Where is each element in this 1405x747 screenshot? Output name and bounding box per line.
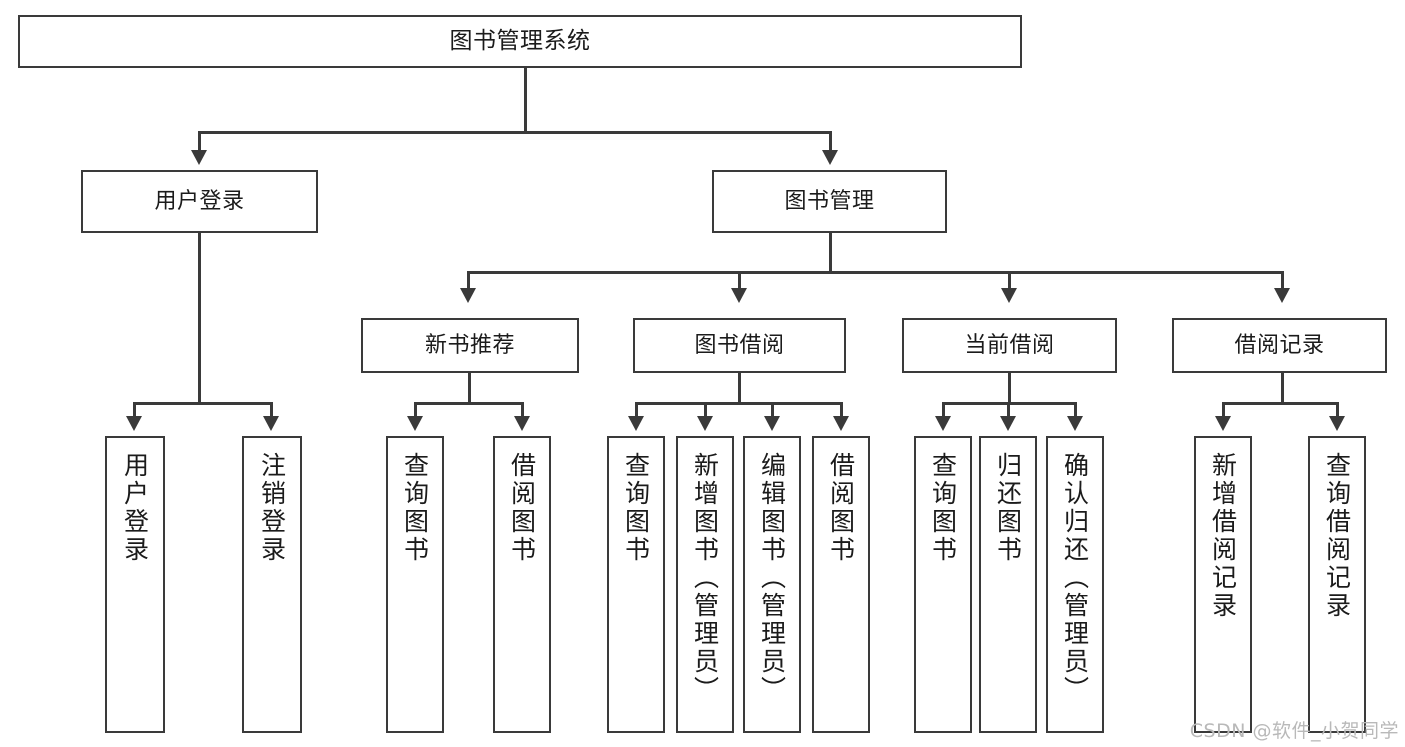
node-current-borrow-label: 当前借阅 bbox=[964, 332, 1055, 358]
arrowhead-level2-2 bbox=[1001, 288, 1017, 303]
connector-book-borrow-drop-2 bbox=[771, 402, 774, 418]
node-new-book-recommend-label: 新书推荐 bbox=[424, 332, 515, 358]
connector-borrow-record-drop-1 bbox=[1336, 402, 1339, 418]
node-leaf-add-book-label: 新增图书（管理员） bbox=[690, 452, 720, 704]
connector-level1-bar bbox=[198, 131, 832, 134]
node-book-borrow[interactable]: 图书借阅 bbox=[633, 318, 846, 373]
node-leaf-query-record[interactable]: 查询借阅记录 bbox=[1308, 436, 1366, 733]
node-leaf-borrow-book-1-label: 借阅图书 bbox=[507, 452, 537, 564]
node-leaf-borrow-book-2-label: 借阅图书 bbox=[826, 452, 856, 564]
connector-book-borrow-drop-1 bbox=[704, 402, 707, 418]
arrowhead-new-book-leaf-0 bbox=[407, 416, 423, 431]
node-leaf-edit-book-label: 编辑图书（管理员） bbox=[757, 452, 787, 704]
connector-new-book-bar bbox=[414, 402, 524, 405]
node-leaf-query-book-2-label: 查询图书 bbox=[621, 452, 651, 564]
node-book-manage[interactable]: 图书管理 bbox=[712, 170, 947, 233]
connector-book-borrow-drop-3 bbox=[840, 402, 843, 418]
connector-user-login-drop-1 bbox=[270, 402, 273, 418]
node-leaf-query-book-2[interactable]: 查询图书 bbox=[607, 436, 665, 733]
node-user-login[interactable]: 用户登录 bbox=[81, 170, 318, 233]
arrowhead-book-borrow-leaf-0 bbox=[628, 416, 644, 431]
node-current-borrow[interactable]: 当前借阅 bbox=[902, 318, 1117, 373]
arrowhead-current-borrow-leaf-0 bbox=[935, 416, 951, 431]
connector-user-login-bar bbox=[133, 402, 273, 405]
node-root-label: 图书管理系统 bbox=[449, 28, 591, 55]
connector-level1-drop-1 bbox=[829, 131, 832, 151]
connector-level1-drop-0 bbox=[198, 131, 201, 151]
connector-level2-drop-1 bbox=[738, 271, 741, 290]
arrowhead-current-borrow-leaf-1 bbox=[1000, 416, 1016, 431]
node-leaf-user-logout[interactable]: 注销登录 bbox=[242, 436, 302, 733]
node-leaf-confirm-return-label: 确认归还（管理员） bbox=[1060, 452, 1090, 704]
connector-level2-bar bbox=[467, 271, 1284, 274]
arrowhead-level2-1 bbox=[731, 288, 747, 303]
connector-book-borrow-down bbox=[738, 373, 741, 404]
node-leaf-query-book-1[interactable]: 查询图书 bbox=[386, 436, 444, 733]
arrowhead-new-book-leaf-1 bbox=[514, 416, 530, 431]
node-leaf-user-logout-label: 注销登录 bbox=[257, 452, 287, 564]
connector-current-borrow-down bbox=[1008, 373, 1011, 404]
node-leaf-edit-book[interactable]: 编辑图书（管理员） bbox=[743, 436, 801, 733]
arrowhead-level2-0 bbox=[460, 288, 476, 303]
connector-new-book-drop-0 bbox=[414, 402, 417, 418]
arrowhead-user-login-leaf-0 bbox=[126, 416, 142, 431]
node-leaf-add-record[interactable]: 新增借阅记录 bbox=[1194, 436, 1252, 733]
node-leaf-borrow-book-1[interactable]: 借阅图书 bbox=[493, 436, 551, 733]
connector-new-book-drop-1 bbox=[521, 402, 524, 418]
node-borrow-record-label: 借阅记录 bbox=[1234, 332, 1325, 358]
node-new-book-recommend[interactable]: 新书推荐 bbox=[361, 318, 579, 373]
arrowhead-book-borrow-leaf-1 bbox=[697, 416, 713, 431]
connector-book-borrow-drop-0 bbox=[635, 402, 638, 418]
node-leaf-query-book-1-label: 查询图书 bbox=[400, 452, 430, 564]
connector-current-borrow-drop-2 bbox=[1074, 402, 1077, 418]
node-book-borrow-label: 图书借阅 bbox=[694, 332, 785, 358]
connector-level2-drop-3 bbox=[1281, 271, 1284, 290]
node-leaf-add-book[interactable]: 新增图书（管理员） bbox=[676, 436, 734, 733]
node-user-login-label: 用户登录 bbox=[154, 188, 245, 214]
node-leaf-return-book-label: 归还图书 bbox=[993, 452, 1023, 564]
node-leaf-borrow-book-2[interactable]: 借阅图书 bbox=[812, 436, 870, 733]
arrowhead-level1-0 bbox=[191, 150, 207, 165]
node-leaf-user-login[interactable]: 用户登录 bbox=[105, 436, 165, 733]
connector-current-borrow-drop-0 bbox=[942, 402, 945, 418]
connector-borrow-record-bar bbox=[1222, 402, 1339, 405]
connector-current-borrow-drop-1 bbox=[1007, 402, 1010, 418]
arrowhead-book-borrow-leaf-3 bbox=[833, 416, 849, 431]
node-borrow-record[interactable]: 借阅记录 bbox=[1172, 318, 1387, 373]
arrowhead-current-borrow-leaf-2 bbox=[1067, 416, 1083, 431]
node-root[interactable]: 图书管理系统 bbox=[18, 15, 1022, 68]
arrowhead-book-borrow-leaf-2 bbox=[764, 416, 780, 431]
connector-book-borrow-bar bbox=[635, 402, 843, 405]
connector-level2-drop-2 bbox=[1008, 271, 1011, 290]
connector-borrow-record-drop-0 bbox=[1222, 402, 1225, 418]
node-leaf-add-record-label: 新增借阅记录 bbox=[1208, 452, 1238, 620]
connector-new-book-down bbox=[468, 373, 471, 404]
connector-book-manage-down bbox=[829, 233, 832, 273]
node-leaf-confirm-return[interactable]: 确认归还（管理员） bbox=[1046, 436, 1104, 733]
arrowhead-level2-3 bbox=[1274, 288, 1290, 303]
connector-borrow-record-down bbox=[1281, 373, 1284, 404]
node-leaf-query-book-3[interactable]: 查询图书 bbox=[914, 436, 972, 733]
arrowhead-borrow-record-leaf-1 bbox=[1329, 416, 1345, 431]
arrowhead-user-login-leaf-1 bbox=[263, 416, 279, 431]
connector-level2-drop-0 bbox=[467, 271, 470, 290]
connector-root-down bbox=[524, 68, 527, 133]
node-leaf-query-record-label: 查询借阅记录 bbox=[1322, 452, 1352, 620]
arrowhead-borrow-record-leaf-0 bbox=[1215, 416, 1231, 431]
connector-user-login-drop-0 bbox=[133, 402, 136, 418]
connector-user-login-down bbox=[198, 233, 201, 404]
node-leaf-return-book[interactable]: 归还图书 bbox=[979, 436, 1037, 733]
node-book-manage-label: 图书管理 bbox=[784, 188, 875, 214]
arrowhead-level1-1 bbox=[822, 150, 838, 165]
node-leaf-query-book-3-label: 查询图书 bbox=[928, 452, 958, 564]
node-leaf-user-login-label: 用户登录 bbox=[120, 452, 150, 564]
